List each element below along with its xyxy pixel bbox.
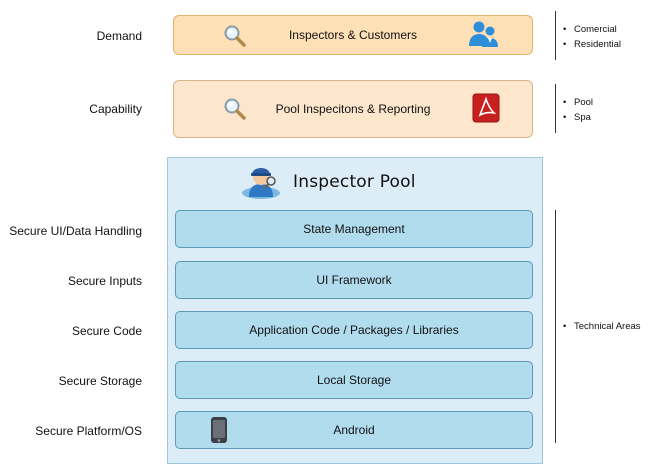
layer-state-management: State Management: [175, 210, 533, 248]
users-icon: [469, 21, 498, 47]
label-secure-inputs: Secure Inputs: [67, 274, 142, 288]
demand-box-label: Inspectors & Customers: [288, 28, 418, 42]
layer-local-storage: Local Storage: [175, 361, 533, 399]
layer-ui-framework: UI Framework: [175, 261, 533, 299]
phone-icon: [211, 417, 227, 443]
label-capability: Capability: [89, 102, 142, 116]
layer-label: Application Code / Packages / Libraries: [249, 323, 459, 337]
label-secure-platform: Secure Platform/OS: [35, 424, 142, 438]
layer-label: Android: [333, 423, 375, 437]
note-item: Comercial: [563, 22, 621, 37]
label-secure-storage: Secure Storage: [58, 374, 142, 388]
capability-box-label: Pool Inspecitons & Reporting: [275, 102, 431, 116]
layer-label: UI Framework: [316, 273, 392, 287]
notes-capability: Pool Spa: [563, 95, 593, 125]
pdf-icon: [472, 93, 500, 123]
label-secure-ui: Secure UI/Data Handling: [9, 224, 142, 238]
note-item: Pool: [563, 95, 593, 110]
magnifier-icon: [224, 25, 246, 47]
bracket-demand: [555, 11, 556, 60]
notes-demand: Comercial Residential: [563, 22, 621, 52]
bracket-capability: [555, 84, 556, 133]
layer-application-code: Application Code / Packages / Libraries: [175, 311, 533, 349]
layer-android: Android: [175, 411, 533, 449]
label-secure-code: Secure Code: [71, 324, 142, 338]
bracket-technical: [555, 210, 556, 443]
container-title: Inspector Pool: [293, 172, 416, 192]
layer-label: Local Storage: [316, 373, 392, 387]
inspector-avatar-icon: [242, 168, 280, 199]
note-item: Residential: [563, 37, 621, 52]
note-item: Technical Areas: [563, 319, 641, 334]
label-demand: Demand: [96, 29, 142, 43]
magnifier-icon: [224, 98, 246, 120]
notes-technical: Technical Areas: [563, 319, 641, 334]
layer-label: State Management: [303, 222, 405, 236]
note-item: Spa: [563, 110, 593, 125]
